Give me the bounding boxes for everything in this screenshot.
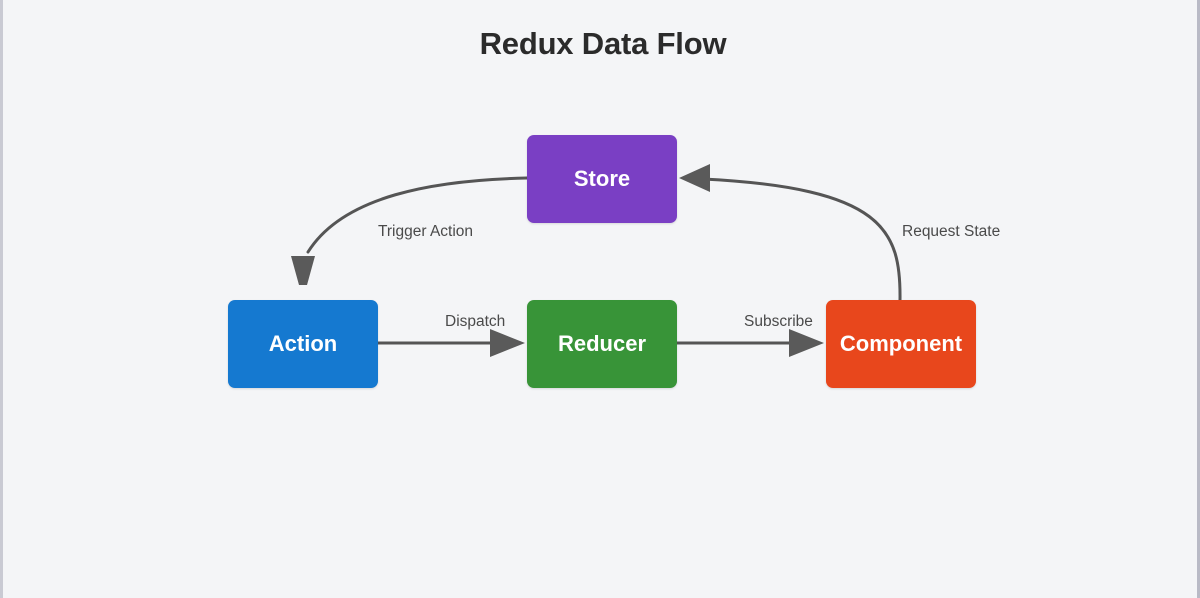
edge-label-subscribe: Subscribe bbox=[744, 313, 813, 330]
node-reducer-label: Reducer bbox=[557, 331, 647, 356]
edge-request-state-arrowhead bbox=[679, 164, 710, 192]
flow-connectors bbox=[291, 164, 902, 357]
node-reducer[interactable]: Reducer bbox=[527, 300, 677, 388]
edge-request-state-path bbox=[701, 177, 902, 302]
page-title: Redux Data Flow bbox=[479, 26, 727, 61]
edge-label-request-state: Request State bbox=[902, 223, 1001, 240]
node-store-label: Store bbox=[573, 166, 631, 191]
edge-trigger-action-path bbox=[306, 176, 529, 254]
edge-subscribe-arrowhead bbox=[789, 329, 824, 357]
node-store[interactable]: Store bbox=[527, 135, 677, 223]
node-component-label: Component bbox=[839, 331, 963, 356]
node-component[interactable]: Component bbox=[826, 300, 976, 388]
edge-trigger-action-arrowhead bbox=[291, 256, 315, 285]
edge-label-trigger-action: Trigger Action bbox=[378, 223, 474, 240]
edge-dispatch-arrowhead bbox=[490, 329, 525, 357]
node-action-label: Action bbox=[268, 331, 338, 356]
node-action[interactable]: Action bbox=[228, 300, 378, 388]
edge-label-dispatch: Dispatch bbox=[445, 313, 506, 330]
